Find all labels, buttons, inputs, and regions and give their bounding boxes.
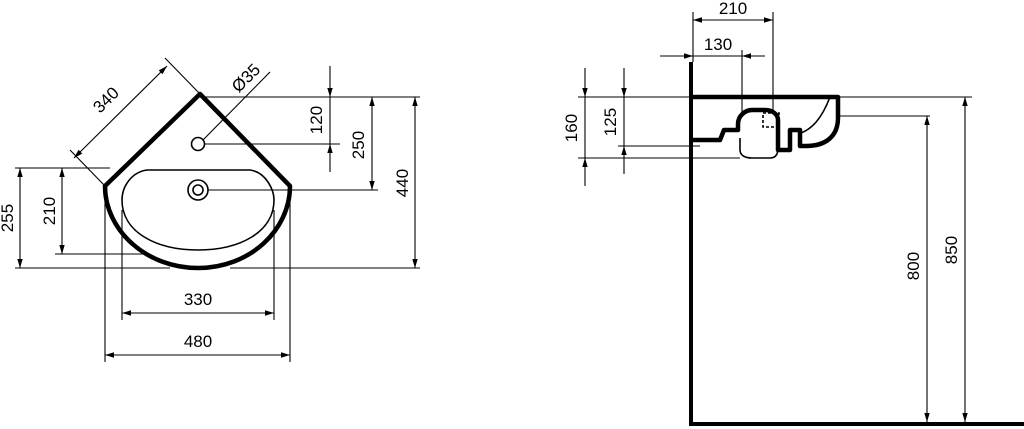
side-view: 210 130 160 125 800 850 — [562, 0, 1024, 426]
dim-210-left: 210 — [40, 197, 59, 225]
dim-160: 160 — [562, 114, 581, 142]
dim-480: 480 — [184, 332, 212, 351]
drain-inner — [192, 184, 204, 196]
basin-inner-lip — [797, 96, 831, 135]
top-view: 340 Ø35 120 250 440 255 210 330 480 — [0, 57, 420, 362]
bowl-inner — [121, 169, 275, 251]
dim-330: 330 — [184, 290, 212, 309]
basin-profile — [690, 94, 841, 153]
dim-120: 120 — [307, 106, 326, 134]
dim-125: 125 — [601, 108, 620, 136]
dim-210-top: 210 — [719, 0, 747, 18]
tap-hole — [190, 136, 206, 152]
dim-340: 340 — [89, 83, 122, 116]
basin-outline — [102, 91, 293, 271]
drain-outer — [187, 179, 209, 201]
dim-440: 440 — [393, 169, 412, 197]
dim-diameter-35: Ø35 — [228, 60, 264, 96]
dim-255: 255 — [0, 204, 17, 232]
dim-130: 130 — [704, 35, 732, 54]
dim-800: 800 — [904, 252, 923, 280]
wall-and-floor — [689, 62, 1024, 426]
waste-fitting — [762, 112, 780, 128]
trap-body — [739, 138, 779, 159]
dim-850: 850 — [942, 236, 961, 264]
dim-250: 250 — [349, 131, 368, 159]
